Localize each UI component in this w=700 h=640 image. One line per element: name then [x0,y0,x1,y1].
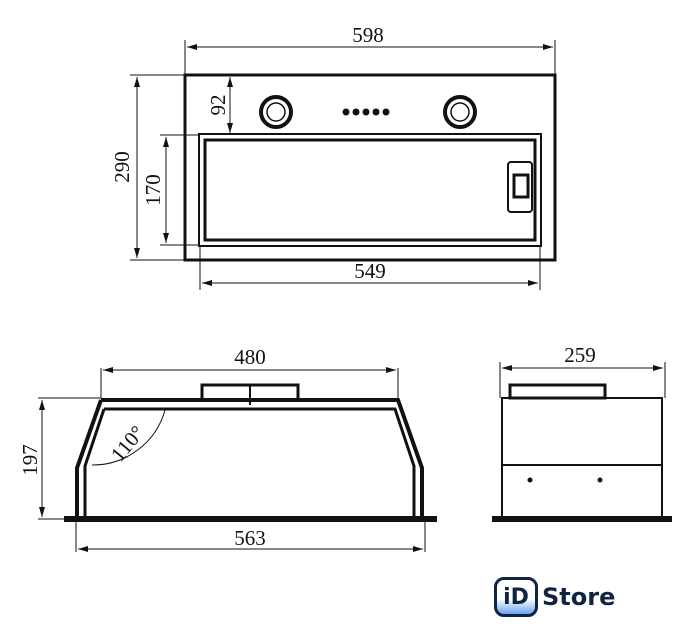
idstore-logo: iD Store [494,577,615,617]
top-view [130,40,557,290]
panel-handle [507,161,533,213]
front-view [38,367,437,552]
dim-92: 92 [206,95,230,116]
dim-563: 563 [234,526,266,550]
knob-left [259,95,293,129]
angle-110: 110° [106,421,150,466]
dim-480: 480 [234,345,266,369]
dim-598: 598 [352,23,384,47]
dim-197: 197 [18,444,42,476]
logo-mark: iD [494,577,538,617]
dim-259: 259 [564,343,596,367]
knob-right [443,95,477,129]
side-view [492,362,672,522]
logo-word: Store [542,583,616,611]
control-buttons [342,108,390,116]
dim-290: 290 [110,151,134,183]
dim-549: 549 [354,259,386,283]
dim-170: 170 [141,174,165,206]
